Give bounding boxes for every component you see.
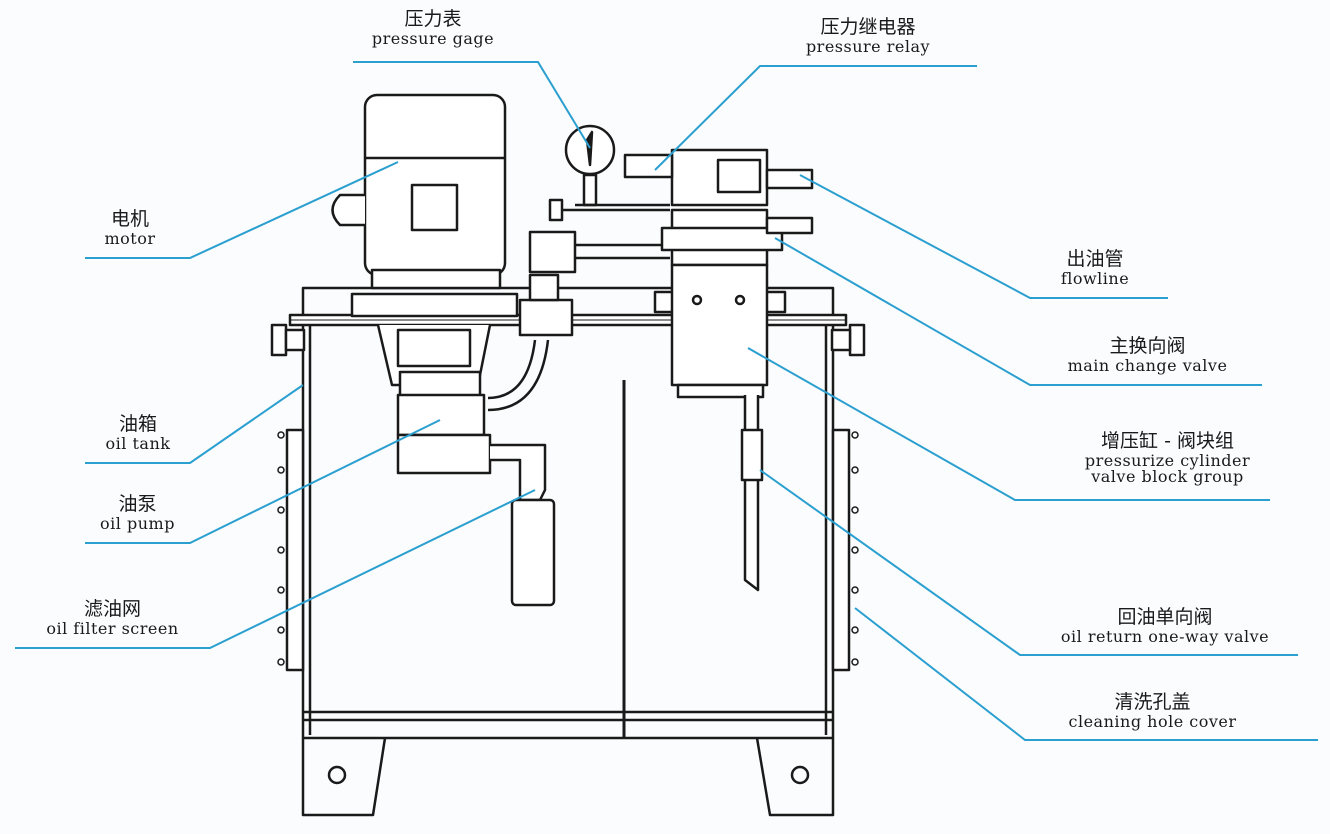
cleaning-hole-covers xyxy=(270,323,866,672)
pressurize-cylinder-zh: 增压缸 - 阀块组 xyxy=(1101,430,1234,452)
oil-pump-en: oil pump xyxy=(100,514,175,533)
oil-pump-zh: 油泵 xyxy=(118,493,157,515)
label-main-change-valve: 主换向阀 main change valve xyxy=(1035,337,1260,374)
valve-block-drawing xyxy=(623,148,814,592)
oil-filter-screen-zh: 滤油网 xyxy=(83,598,141,620)
motor-drawing xyxy=(331,93,519,318)
label-flowline: 出油管 flowline xyxy=(1040,250,1150,287)
label-pressurize-cylinder: 增压缸 - 阀块组 pressurize cylinder valve bloc… xyxy=(1060,432,1275,485)
cleaning-hole-cover-en: cleaning hole cover xyxy=(1068,712,1237,731)
oil-return-valve-zh: 回油单向阀 xyxy=(1117,606,1213,628)
motor-zh: 电机 xyxy=(110,208,149,230)
pressure-gage-en: pressure gage xyxy=(371,29,495,48)
tank-legs xyxy=(301,737,835,817)
oil-tank-en: oil tank xyxy=(105,434,171,453)
pressure-relay-zh: 压力继电器 xyxy=(820,16,916,38)
oil-pump-drawing xyxy=(376,273,574,607)
pressurize-cylinder-en-line1: pressurize cylinder xyxy=(1084,451,1251,470)
label-oil-return-valve: 回油单向阀 oil return one-way valve xyxy=(1035,608,1295,645)
motor-en: motor xyxy=(104,229,156,248)
pressure-gage-zh: 压力表 xyxy=(404,8,462,30)
label-oil-filter-screen: 滤油网 oil filter screen xyxy=(20,600,205,637)
oil-filter-screen-en: oil filter screen xyxy=(46,619,179,638)
leader-lines xyxy=(15,61,1318,741)
main-change-valve-en: main change valve xyxy=(1067,356,1228,375)
label-pressure-gage: 压力表 pressure gage xyxy=(358,10,508,47)
flowline-en: flowline xyxy=(1060,269,1130,288)
label-cleaning-hole-cover: 清洗孔盖 cleaning hole cover xyxy=(1045,693,1260,730)
pressurize-cylinder-en-line2: valve block group xyxy=(1091,467,1244,486)
label-oil-tank: 油箱 oil tank xyxy=(98,415,178,452)
pressure-gauge-drawing xyxy=(528,124,670,274)
oil-tank-zh: 油箱 xyxy=(118,413,157,435)
oil-return-valve-en: oil return one-way valve xyxy=(1060,627,1270,646)
label-oil-pump: 油泵 oil pump xyxy=(90,495,185,532)
flowline-zh: 出油管 xyxy=(1066,248,1124,270)
main-change-valve-zh: 主换向阀 xyxy=(1109,335,1186,357)
label-motor: 电机 motor xyxy=(90,210,170,247)
label-pressure-relay: 压力继电器 pressure relay xyxy=(788,18,948,55)
pressure-relay-en: pressure relay xyxy=(805,37,931,56)
cleaning-hole-cover-zh: 清洗孔盖 xyxy=(1114,691,1191,713)
